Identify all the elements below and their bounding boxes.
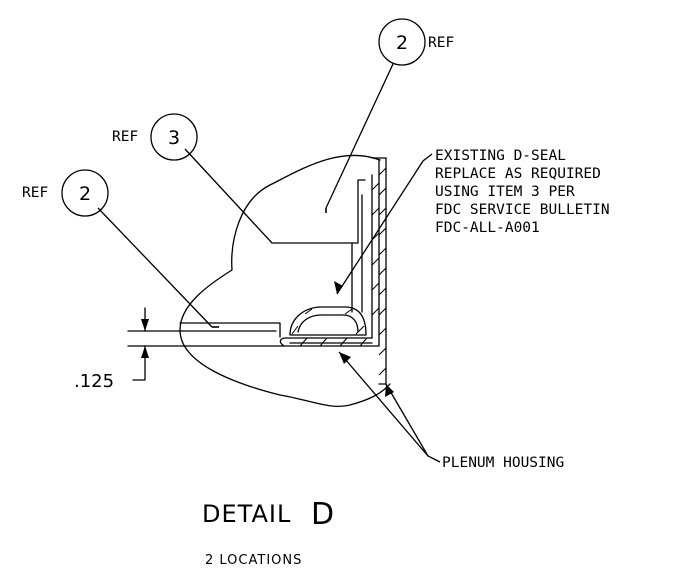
dim-arrowhead-top xyxy=(141,319,149,331)
plenum-arrowhead-1 xyxy=(339,352,351,364)
plenum-leader xyxy=(338,351,441,463)
balloon-3-circle xyxy=(150,113,198,161)
plenum-arrowhead-2 xyxy=(385,384,394,397)
note-line-4: FDC SERVICE BULLETIN xyxy=(435,202,610,218)
balloon-2-top-ref: REF xyxy=(428,35,454,51)
upper-part-outline xyxy=(271,179,366,244)
plenum-flange xyxy=(279,337,380,347)
balloon-3-number: 3 xyxy=(168,127,180,149)
balloon-3-leader xyxy=(184,148,273,244)
plenum-wall-hatch xyxy=(291,167,387,376)
plenum-leader-2 xyxy=(385,383,429,457)
balloon-2-left-number: 2 xyxy=(79,183,91,205)
balloon-2-left-circle xyxy=(61,169,109,217)
d-seal-inner xyxy=(297,314,359,333)
balloon-3-ref: REF xyxy=(112,129,138,145)
balloon-2-top-number: 2 xyxy=(396,32,408,54)
balloon-2-top-circle xyxy=(378,18,426,66)
note-line-5: FDC-ALL-A001 xyxy=(435,220,540,236)
part-marks xyxy=(212,208,327,328)
lower-part-outline xyxy=(179,322,281,338)
balloon-2-top-leader xyxy=(325,63,394,209)
detail-title-letter: D xyxy=(311,497,334,532)
note-line-2: REPLACE AS REQUIRED xyxy=(435,166,601,182)
balloon-2-left-ref: REF xyxy=(22,185,48,201)
detail-locations: 2 LOCATIONS xyxy=(205,553,302,568)
d-seal-outer xyxy=(289,306,367,336)
dim-arrowhead-bottom xyxy=(141,346,149,358)
plenum-housing-label: PLENUM HOUSING xyxy=(442,455,564,471)
dim-arrow-leader xyxy=(132,345,146,381)
balloon-2-left-leader xyxy=(97,207,213,328)
note-line-1: EXISTING D-SEAL xyxy=(435,148,566,164)
d-seal-note: EXISTING D-SEAL REPLACE AS REQUIRED USIN… xyxy=(435,148,610,236)
note-line-3: USING ITEM 3 PER xyxy=(435,184,575,200)
note-leader xyxy=(336,153,433,295)
note-arrowhead xyxy=(334,281,343,294)
dimension-value: .125 xyxy=(74,371,114,392)
detail-title-word: DETAIL xyxy=(202,500,291,528)
